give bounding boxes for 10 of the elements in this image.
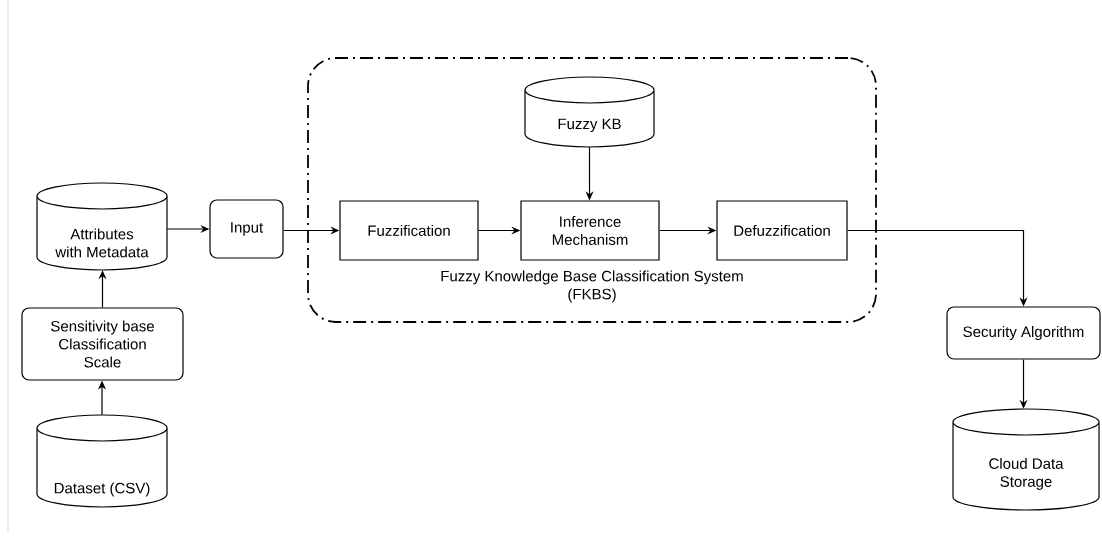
process-box: Fuzzification [339, 200, 479, 261]
database-cylinder: Cloud Data Storage [952, 408, 1100, 511]
database-cylinder: Dataset (CSV) [36, 414, 168, 508]
process-box: Inference Mechanism [520, 200, 660, 261]
process-box: Defuzzification [716, 200, 848, 261]
process-box: Input [209, 199, 284, 259]
database-cylinder: Attributes with Metadata [36, 182, 168, 271]
database-cylinder: Fuzzy KB [524, 76, 655, 148]
process-box: Security Algorithm [946, 306, 1101, 360]
process-box: Sensitivity base Classification Scale [21, 307, 184, 381]
